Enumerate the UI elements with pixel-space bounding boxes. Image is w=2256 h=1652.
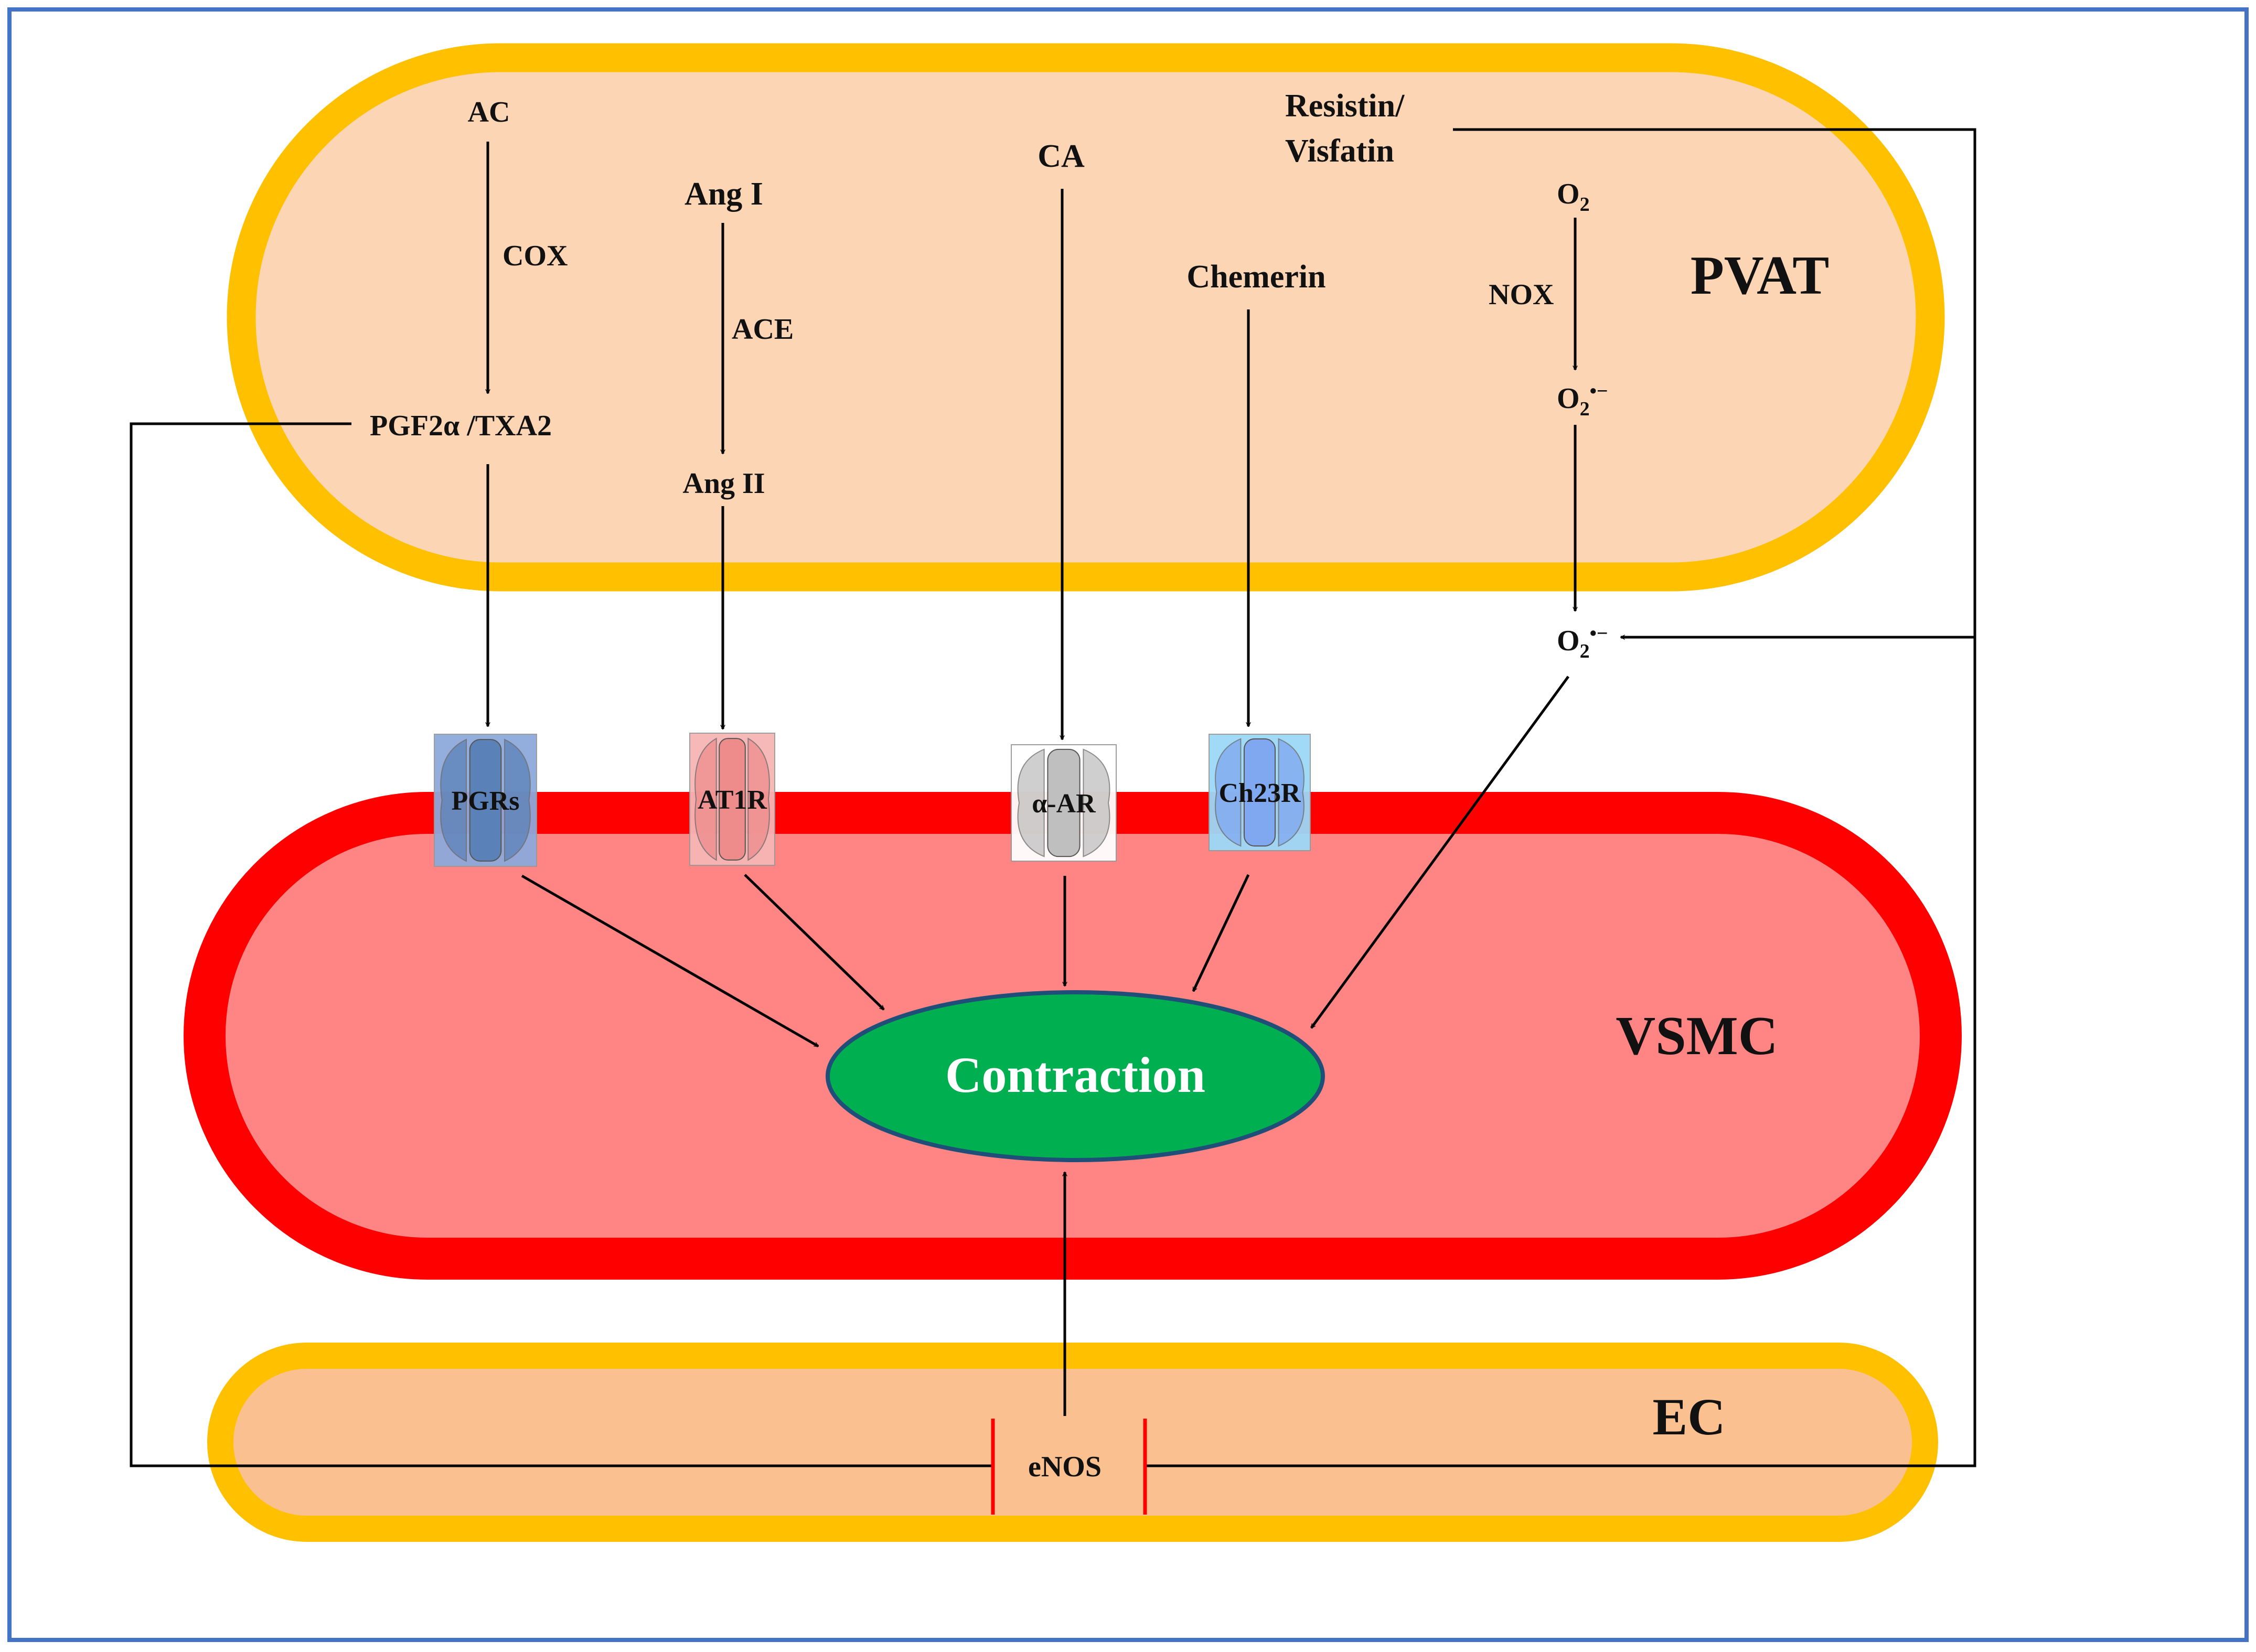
pgf-txa-label: PGF2α /TXA2 [370,410,552,442]
receptor-lobe-right [747,737,770,861]
chemerin-label: Chemerin [1186,259,1325,295]
at1r-to-contraction-arrow [744,874,885,1011]
nox-label: NOX [1489,278,1554,311]
contraction-label: Contraction [945,1047,1205,1103]
receptor-core [469,739,502,862]
ca-label: CA [1038,138,1085,174]
receptor-group: PGRs AT1R α-AR Ch23R [434,733,1311,867]
ec-compartment [207,1343,1938,1542]
chemerin-receptor-icon: Ch23R [1209,734,1311,851]
receptor-core [1047,748,1081,857]
ang2-label: Ang II [682,467,765,500]
cox-label: COX [502,240,568,272]
resistin-label: Resistin/ [1285,88,1405,124]
ch23r-to-contraction-arrow [1192,874,1250,991]
receptor-label: AT1R [698,785,767,815]
pvat-compartment [227,43,1945,592]
receptor-lobe-left [694,737,717,861]
receptor-lobe-left [1215,738,1242,847]
alpha-adrenergic-receptor-icon: α-AR [1011,744,1117,862]
pvat-molecules: AC COX PGF2α /TXA2 Ang I ACE Ang II CA C… [370,88,1608,662]
receptor-lobe-right [504,738,531,862]
visfatin-label: Visfatin [1285,133,1394,169]
receptor-core [719,738,746,861]
receptor-lobe-left [440,738,467,862]
pgf-txa-to-enos-line [130,422,991,1467]
ang1-label: Ang I [685,176,763,212]
prostaglandin-receptor-icon: PGRs [434,734,537,867]
receptor-lobe-left [1017,748,1045,857]
ace-label: ACE [732,313,794,346]
resistin-to-enos-line [1146,128,1976,1467]
pgrs-to-contraction-arrow [521,874,818,1048]
enos-label: eNOS [1028,1451,1102,1483]
vsmc-label: VSMC [1616,1005,1778,1066]
receptor-label: PGRs [452,786,520,816]
receptor-label: Ch23R [1218,778,1301,808]
superoxide-to-contraction-arrow [1310,675,1570,1028]
oxygen-label: O2 [1557,178,1590,216]
superoxide-label-extracellular: O2•− [1557,623,1608,662]
receptor-lobe-right [1278,738,1305,847]
at1-receptor-icon: AT1R [689,733,775,866]
contraction-node [826,990,1325,1162]
receptor-core [1243,738,1276,847]
pvat-label: PVAT [1691,244,1830,306]
ec-label: EC [1653,1388,1726,1446]
receptor-label: α-AR [1032,789,1096,819]
receptor-lobe-right [1083,748,1110,857]
ac-label: AC [468,96,510,128]
superoxide-label-pvat: O2•− [1557,380,1608,420]
